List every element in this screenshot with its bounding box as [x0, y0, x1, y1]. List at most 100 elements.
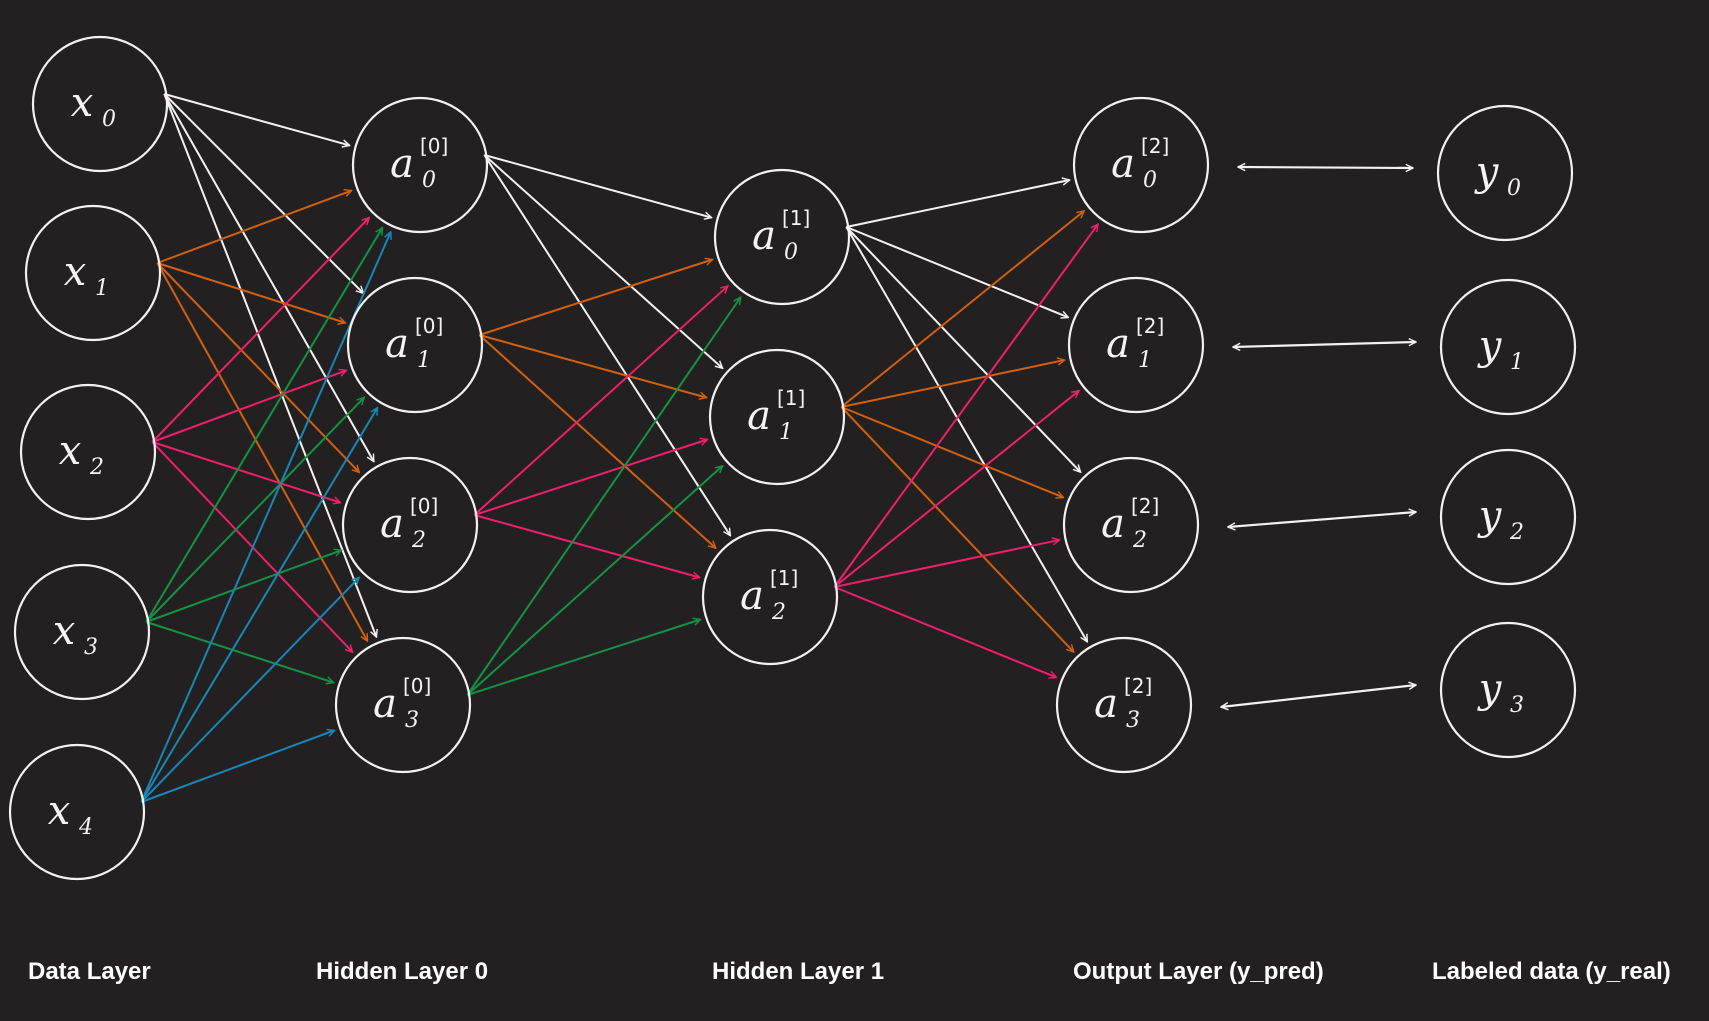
labeled-node-3-circle	[1439, 621, 1577, 759]
hidden1-1-to-output-2-edge	[840, 406, 1063, 497]
labeled-node-1-symbol: y	[1477, 323, 1503, 369]
output-node-2-superscript: [2]	[1131, 494, 1159, 518]
labeled-node-2-subscript: 2	[1509, 520, 1524, 545]
input-node-0-circle	[31, 35, 169, 173]
hidden0-node-0-subscript: 0	[422, 168, 436, 193]
hidden0-node-3-symbol: a	[373, 681, 397, 727]
input-2-to-hidden0-1-edge	[151, 370, 346, 443]
labeled-node-0-symbol: y	[1474, 149, 1500, 195]
hidden0-node-1-circle	[346, 276, 484, 414]
input-0-to-hidden0-1-edge	[163, 93, 363, 293]
output-node-2-subscript: 2	[1132, 528, 1147, 553]
hidden0-3-to-hidden1-0-edge	[466, 297, 740, 696]
hidden0-0-to-hidden1-2-edge	[483, 154, 730, 536]
output-2-label-link-arrow	[1228, 512, 1416, 527]
hidden0-node-2-symbol: a	[380, 501, 404, 547]
output-node-3-superscript: [2]	[1124, 674, 1152, 698]
hidden-layer-0-label: Hidden Layer 0	[316, 958, 489, 985]
hidden1-2-to-output-2-edge	[834, 540, 1059, 588]
hidden0-node-1-superscript: [0]	[415, 314, 443, 338]
hidden-layer-1-label: Hidden Layer 1	[712, 958, 885, 985]
hidden0-3-to-hidden1-2-edge	[467, 619, 700, 696]
input-node-0-symbol: x	[71, 80, 94, 126]
hidden0-node-3-subscript: 3	[405, 708, 419, 733]
hidden1-node-1-circle	[708, 348, 846, 486]
output-3-label-link-arrow	[1221, 685, 1416, 707]
input-node-3-symbol: x	[53, 608, 76, 654]
hidden0-node-0-circle	[351, 96, 489, 234]
hidden1-0-to-output-3-edge	[845, 226, 1089, 642]
hidden1-node-2-circle	[701, 528, 839, 666]
labeled-node-2-circle	[1439, 448, 1577, 586]
input-node-2-subscript: 2	[89, 455, 104, 480]
labeled-node-1-subscript: 1	[1510, 350, 1524, 375]
hidden0-node-3-circle	[334, 636, 472, 774]
hidden1-1-to-output-0-edge	[840, 211, 1084, 408]
hidden0-node-0-superscript: [0]	[420, 134, 448, 158]
input-4-to-hidden0-3-edge	[140, 730, 334, 803]
input-node-0-subscript: 0	[102, 107, 116, 132]
output-node-2-circle	[1062, 456, 1200, 594]
output-node-3-subscript: 3	[1126, 708, 1140, 733]
hidden1-node-0-symbol: a	[752, 213, 776, 259]
input-node-4-circle	[8, 743, 146, 881]
hidden0-1-to-hidden1-1-edge	[479, 334, 706, 398]
hidden1-1-to-output-1-edge	[841, 360, 1064, 408]
hidden0-2-to-hidden1-2-edge	[474, 514, 699, 577]
hidden0-1-to-hidden1-2-edge	[478, 334, 715, 548]
hidden1-2-to-output-1-edge	[833, 391, 1079, 588]
prediction-label-links	[1221, 167, 1416, 707]
labeled-node-0-circle	[1436, 104, 1574, 242]
output-layer-label: Output Layer (y_pred)	[1073, 958, 1324, 985]
input-4-to-hidden0-0-edge	[140, 232, 390, 803]
hidden0-node-2-superscript: [0]	[410, 494, 438, 518]
hidden1-node-0-subscript: 0	[784, 240, 798, 265]
input-node-4-symbol: x	[48, 788, 71, 834]
output-node-0-symbol: a	[1111, 141, 1135, 187]
input-4-to-hidden0-1-edge	[140, 408, 379, 803]
output-node-1-circle	[1067, 276, 1205, 414]
hidden0-1-to-hidden1-0-edge	[479, 259, 712, 336]
hidden0-0-to-hidden1-1-edge	[483, 154, 722, 368]
hidden0-2-to-hidden1-1-edge	[474, 439, 707, 516]
output-node-0-superscript: [2]	[1141, 134, 1169, 158]
data-layer-label: Data Layer	[28, 958, 151, 985]
input-4-to-hidden0-2-edge	[140, 577, 359, 803]
labeled-data-label: Labeled data (y_real)	[1432, 958, 1671, 985]
hidden1-node-1-superscript: [1]	[777, 386, 805, 410]
input-node-3-subscript: 3	[84, 635, 98, 660]
hidden0-node-1-symbol: a	[385, 321, 409, 367]
hidden1-node-2-subscript: 2	[771, 600, 786, 625]
input-node-1-symbol: x	[64, 249, 87, 295]
hidden0-3-to-hidden1-1-edge	[466, 466, 722, 696]
output-node-0-circle	[1072, 96, 1210, 234]
hidden1-node-1-symbol: a	[747, 393, 771, 439]
output-node-1-subscript: 1	[1138, 348, 1152, 373]
hidden0-node-3-superscript: [0]	[403, 674, 431, 698]
hidden1-0-to-output-2-edge	[845, 226, 1080, 472]
hidden0-node-2-circle	[341, 456, 479, 594]
input-1-to-hidden0-1-edge	[157, 262, 345, 323]
hidden1-2-to-output-0-edge	[833, 224, 1098, 588]
input-1-to-hidden0-0-edge	[156, 191, 351, 264]
input-3-to-hidden0-2-edge	[145, 550, 341, 623]
labeled-node-3-symbol: y	[1477, 666, 1503, 712]
hidden1-node-2-symbol: a	[740, 573, 764, 619]
labeled-node-0-subscript: 0	[1507, 176, 1521, 201]
hidden1-0-to-output-1-edge	[845, 226, 1068, 317]
